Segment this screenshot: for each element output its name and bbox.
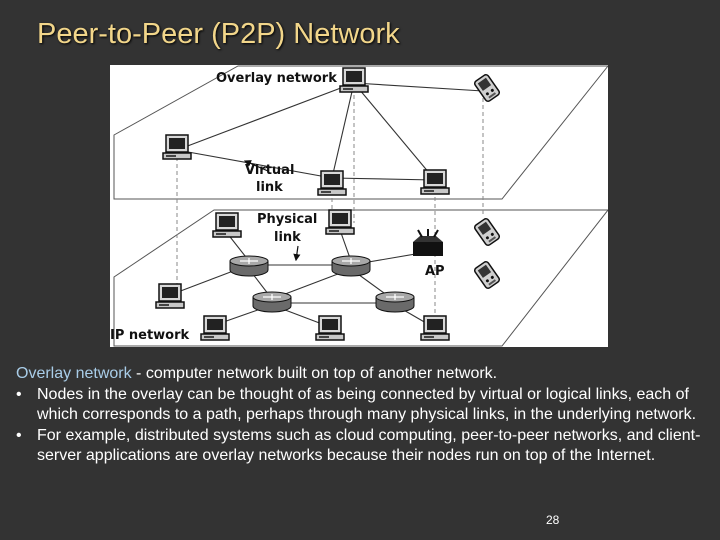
- access-point-icon: [412, 229, 444, 257]
- list-item: • Nodes in the overlay can be thought of …: [16, 385, 706, 426]
- bullet-text: For example, distributed systems such as…: [37, 426, 701, 465]
- computer-icon: [212, 212, 242, 238]
- projection-lines: [176, 91, 484, 320]
- overlay-plane: [113, 65, 608, 200]
- physical-link-label-line1: Physical: [257, 212, 317, 227]
- definition-paragraph: Overlay network - computer network built…: [16, 364, 706, 385]
- computer-icon: [339, 67, 369, 93]
- computer-icon: [155, 283, 185, 309]
- overlay-network-label: Overlay network: [216, 71, 337, 86]
- page-number: 28: [546, 513, 560, 527]
- list-item: • For example, distributed systems such a…: [16, 426, 706, 467]
- virtual-link-label-line2: link: [256, 180, 283, 195]
- bullet-icon: •: [16, 385, 22, 403]
- definition-text: - computer network built on top of anoth…: [131, 365, 498, 382]
- computer-icon: [315, 315, 345, 341]
- ip-network-label: IP network: [110, 328, 190, 343]
- bullet-text: Nodes in the overlay can be thought of a…: [37, 385, 697, 424]
- router-icon: [252, 291, 292, 313]
- virtual-link-arrow: [243, 160, 269, 172]
- computer-icon: [162, 134, 192, 160]
- pda-icon: [474, 217, 500, 247]
- pda-icon: [474, 73, 500, 103]
- computer-icon: [317, 170, 347, 196]
- overlay-network-term: Overlay network: [16, 365, 132, 382]
- bullet-list: • Nodes in the overlay can be thought of …: [16, 385, 706, 467]
- computer-icon: [325, 209, 355, 235]
- network-diagram: Overlay network Virtual link Physical li…: [110, 65, 608, 347]
- virtual-link-label-line1: Virtual: [245, 163, 294, 178]
- body-text: Overlay network - computer network built…: [16, 364, 706, 467]
- computer-icon: [420, 315, 450, 341]
- computer-icon: [200, 315, 230, 341]
- physical-link-arrow: [293, 245, 301, 262]
- computer-icon: [420, 169, 450, 195]
- ap-label: AP: [425, 264, 445, 279]
- router-icon: [229, 255, 269, 277]
- bullet-icon: •: [16, 426, 22, 444]
- ip-plane: [113, 209, 608, 347]
- router-icon: [331, 255, 371, 277]
- physical-link-label-line2: link: [274, 230, 301, 245]
- virtual-links: [176, 82, 484, 181]
- router-icon: [375, 291, 415, 313]
- pda-icon: [474, 260, 500, 290]
- slide-title: Peer-to-Peer (P2P) Network: [37, 18, 400, 50]
